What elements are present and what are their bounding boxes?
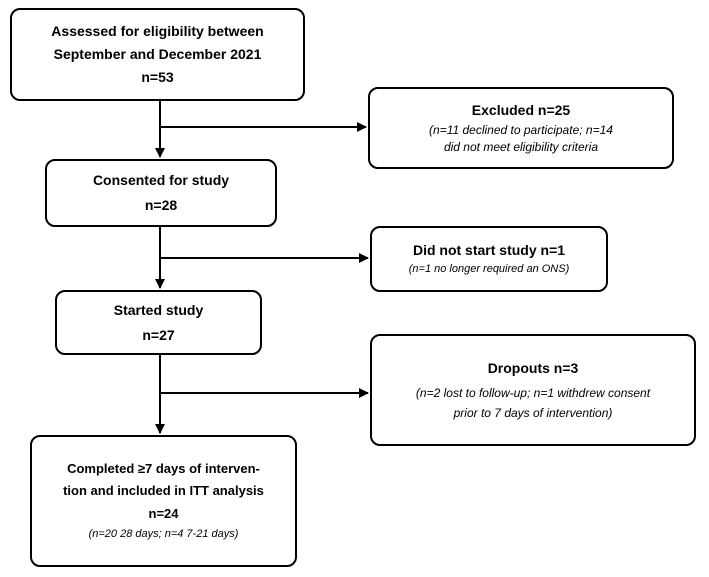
excluded-detail1: (n=11 declined to participate; n=14	[429, 122, 613, 137]
completed-count: n=24	[148, 505, 179, 521]
assessed-count: n=53	[141, 68, 174, 85]
dropouts-box: Dropouts n=3 (n=2 lost to follow-up; n=1…	[370, 334, 696, 446]
started-box: Started study n=27	[55, 290, 262, 355]
started-title: Started study	[113, 301, 204, 318]
consented-title: Consented for study	[92, 172, 230, 189]
not-started-title: Did not start study n=1	[412, 242, 566, 258]
assessed-line2: September and December 2021	[53, 46, 262, 63]
excluded-detail2: did not meet eligibility criteria	[443, 139, 599, 154]
not-started-box: Did not start study n=1 (n=1 no longer r…	[370, 226, 608, 292]
assessed-line1: Assessed for eligibility between	[51, 23, 264, 40]
consented-count: n=28	[144, 197, 178, 213]
dropouts-title: Dropouts n=3	[487, 359, 579, 376]
excluded-title: Excluded n=25	[471, 101, 571, 118]
completed-box: Completed ≥7 days of interven- tion and …	[30, 435, 297, 567]
completed-detail: (n=20 28 days; n=4 7-21 days)	[88, 528, 239, 541]
assessed-box: Assessed for eligibility between Septemb…	[10, 8, 305, 101]
completed-line1: Completed ≥7 days of interven-	[67, 460, 260, 476]
started-count: n=27	[142, 326, 175, 343]
dropouts-detail2: prior to 7 days of intervention)	[453, 405, 613, 420]
not-started-detail: (n=1 no longer required an ONS)	[408, 262, 570, 275]
excluded-box: Excluded n=25 (n=11 declined to particip…	[368, 87, 674, 169]
completed-line2: tion and included in ITT analysis	[63, 483, 264, 499]
dropouts-detail1: (n=2 lost to follow-up; n=1 withdrew con…	[415, 385, 651, 400]
consented-box: Consented for study n=28	[45, 159, 277, 227]
